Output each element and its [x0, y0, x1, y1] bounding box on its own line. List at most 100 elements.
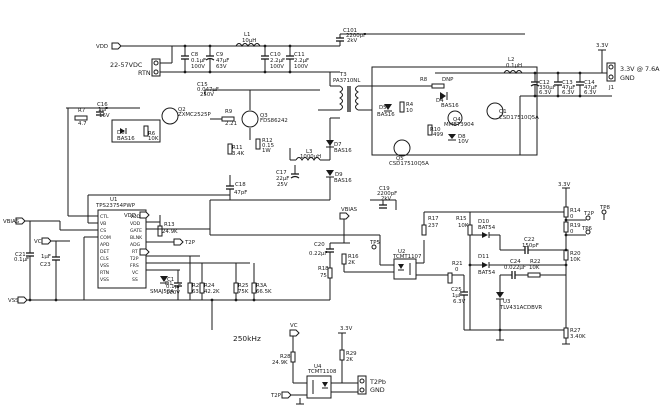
r10-val: 499: [433, 132, 444, 138]
fb-3v3-label: 3.3V: [558, 182, 571, 188]
t3-part: PA3710NL: [333, 78, 360, 84]
t2pb-connector: [357, 375, 367, 395]
u1-pin-left: VB: [100, 221, 106, 227]
q1-mosfet-icon: [486, 102, 504, 120]
r10-ref: R10: [430, 127, 441, 133]
u1-pin-right: GATE: [130, 228, 142, 234]
c101-volt: 2kV: [347, 38, 358, 44]
d8-ref: D8: [458, 134, 466, 140]
d7-ref: D7: [334, 142, 342, 148]
l2-val: 0.1µH: [506, 63, 522, 69]
output-connector: [606, 62, 616, 82]
c19-volt: 2kV: [381, 196, 392, 202]
c21-ref: C21: [15, 252, 26, 258]
r18-val: 75: [320, 273, 327, 279]
u3-val: TLV431ACDBVR: [499, 305, 542, 311]
d6-ref: D6: [117, 130, 125, 136]
r23-ref: R23: [192, 283, 203, 289]
q2-val: ZXMC2525P: [178, 112, 212, 118]
c10-ref: C10: [270, 52, 281, 58]
c13-val: 47µF: [562, 85, 575, 91]
d5-ref: D5: [379, 105, 387, 111]
tp6-testpoint-icon: [585, 229, 591, 235]
c13-ref: C13: [562, 80, 573, 86]
c8-val: 0.1µF: [191, 58, 206, 64]
r13-ref: R13: [164, 222, 175, 228]
c1-ref: C1: [167, 277, 174, 283]
u4-val: TCMT1108: [307, 369, 337, 375]
u1-part: TPS23754PWP: [95, 203, 136, 209]
u1-pin-right: SS: [132, 277, 138, 283]
c25-val: 1µF: [452, 293, 462, 299]
r6-val: 10K: [148, 136, 159, 142]
tp2-label: T2P: [583, 211, 595, 217]
c17-val: 22µF: [276, 176, 289, 182]
u1-ref: U1: [110, 197, 117, 203]
r9-ref: R9: [225, 109, 233, 115]
u1-pin-right: FRS: [130, 263, 139, 269]
u1-pin-left: CS: [100, 228, 106, 234]
c11-volt: 100V: [294, 64, 308, 70]
vss-connector-icon: [17, 296, 28, 304]
c17-ref: C17: [276, 170, 287, 176]
c8-volt: 100V: [191, 64, 205, 70]
u1-package: [97, 209, 147, 289]
d9-val: BAS16: [334, 178, 352, 184]
r7-val: 4.7: [78, 121, 87, 127]
tp5-testpoint-icon: [371, 244, 377, 250]
r24-val: 42.2K: [204, 289, 220, 295]
c24-ref: C24: [510, 259, 521, 265]
r11-ref: R11: [232, 145, 243, 151]
l2-ref: L2: [508, 57, 514, 63]
u1-pin-right: VDD1: [130, 214, 143, 220]
c24-val: 0.022µF: [504, 265, 526, 271]
q1-val: CSD17510Q5A: [499, 115, 539, 121]
vbias-fb-label: VBIAS: [341, 207, 358, 213]
c14-val: 47µF: [584, 85, 597, 91]
vdd-u1-label: VDD: [124, 213, 136, 219]
t3-ref: T3: [339, 72, 347, 78]
q5-ref: Q5: [396, 156, 404, 162]
q1-ref: Q1: [499, 109, 507, 115]
vc-u1-connector-icon: [139, 248, 150, 256]
c23-ref: C23: [40, 262, 51, 268]
r23-val: 63.4: [192, 289, 205, 295]
r13-val: 24.9K: [162, 229, 178, 235]
c19-val: 2200pF: [377, 191, 397, 197]
c11-val: 2.2µF: [294, 58, 309, 64]
q4-val: MMBT3904: [444, 122, 475, 128]
d7-val: BAS16: [334, 148, 352, 154]
r8-ref: R8: [420, 77, 428, 83]
vc-connector-icon: [41, 237, 52, 245]
u4-led-icon: [322, 382, 328, 387]
u2-optocoupler: [393, 258, 417, 280]
vdd-label: VDD: [96, 44, 108, 50]
c15-ref: C15: [197, 82, 208, 88]
r15-ref: R15: [456, 216, 467, 222]
d10-ref: D10: [478, 219, 490, 225]
t2p-bottom-connector-icon: [281, 391, 292, 399]
q3-ref: Q3: [260, 113, 268, 119]
r14-ref: R14: [570, 208, 581, 214]
u1-pin-right: VC: [132, 270, 138, 276]
r4-ref: R4: [406, 102, 414, 108]
t2p-bottom-label: T2P: [270, 393, 282, 399]
r8-val: DNP: [442, 77, 454, 83]
d4-ref: D4: [436, 98, 444, 104]
u1-pin-left: CTL: [100, 214, 109, 220]
c12-volt: 6.3V: [539, 90, 552, 96]
r25-val: 75K: [238, 289, 249, 295]
u1-pin-left: DET: [100, 249, 109, 255]
u1-left-pins: CTL VB CS COM APD DET CLS VSS RTN VSS: [100, 214, 111, 283]
c14-ref: C14: [584, 80, 595, 86]
d7-diode-icon: [326, 140, 334, 146]
u1-pin-left: VSS: [100, 277, 109, 283]
d11-diode-icon: [482, 262, 488, 268]
u2-led-icon: [398, 264, 404, 269]
r21-val: 0: [455, 267, 459, 273]
u1-right-pins: VDD1 VDD GATE BLNK ADG RT T2P FRS VC SS: [129, 214, 143, 283]
r12-ref: R12: [262, 138, 273, 144]
c17-volt: 25V: [277, 182, 288, 188]
u1-pin-right: T2P: [129, 256, 139, 262]
d10-val: BAT54: [478, 225, 496, 231]
